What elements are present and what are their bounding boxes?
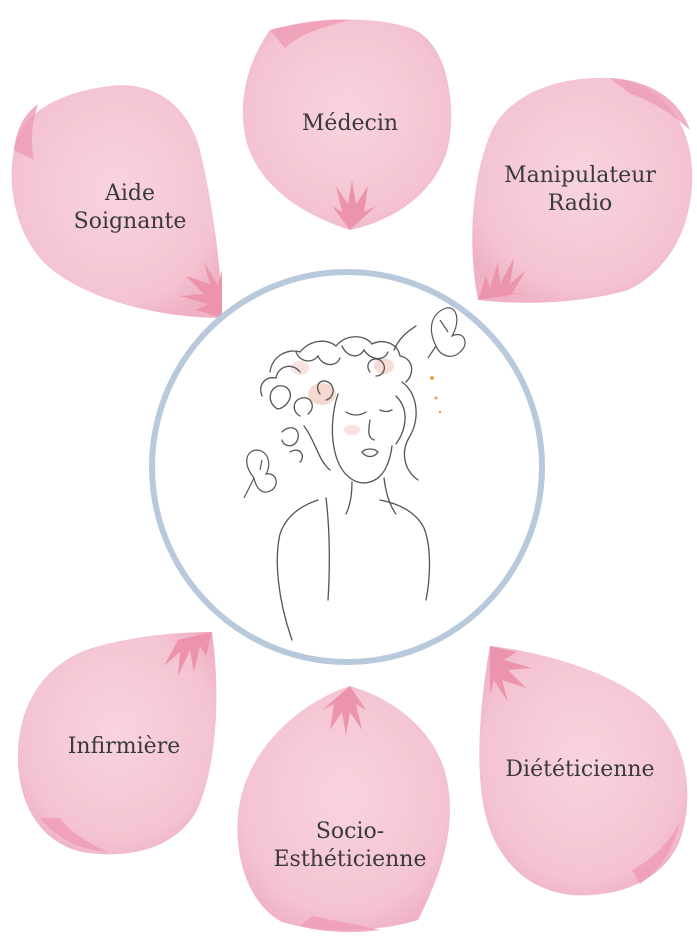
petal-socio-estheticienne-shape [237, 686, 450, 930]
petal-socio-estheticienne [237, 686, 450, 932]
label-manipulateur-radio: Manipulateur Radio [480, 162, 680, 218]
label-aide-soignante: Aide Soignante [50, 180, 210, 236]
center-circle [152, 272, 542, 662]
label-medecin: Médecin [270, 110, 430, 138]
label-infirmiere: Infirmière [44, 733, 204, 761]
label-dieteticienne: Diététicienne [490, 756, 670, 784]
label-socio-estheticienne: Socio- Esthéticienne [250, 818, 450, 874]
